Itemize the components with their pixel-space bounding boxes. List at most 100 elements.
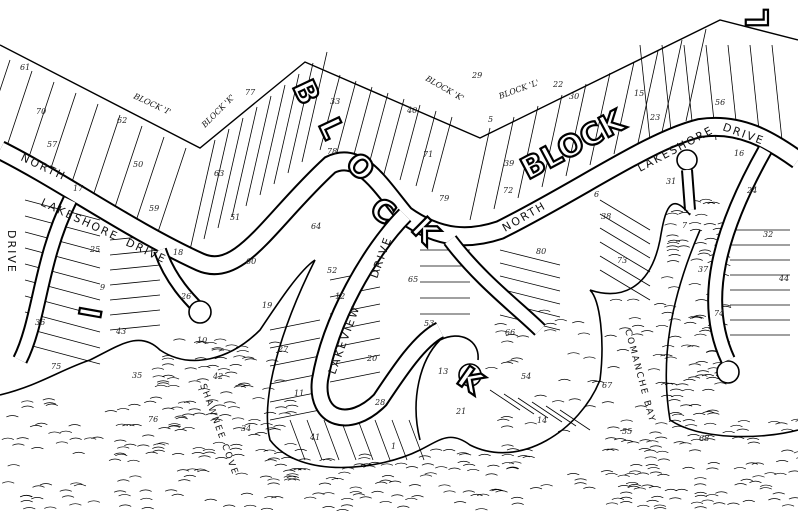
water-hatch [649, 431, 662, 434]
water-hatch [495, 490, 508, 493]
water-hatch [298, 468, 311, 471]
water-hatch [137, 444, 150, 447]
water-hatch [734, 483, 747, 486]
water-hatch [624, 472, 637, 476]
water-hatch [21, 400, 34, 403]
water-hatch [284, 399, 297, 403]
water-hatch [494, 323, 507, 326]
water-hatch [627, 485, 640, 488]
water-hatch [485, 473, 498, 476]
water-hatch [510, 357, 524, 360]
water-hatch [175, 417, 188, 420]
lot-number: 11 [294, 389, 304, 398]
lot-line [306, 419, 323, 461]
water-hatch [747, 441, 761, 444]
water-hatch [118, 494, 131, 497]
water-hatch [267, 482, 280, 485]
water-hatch [318, 482, 332, 485]
lot-number: 72 [503, 186, 513, 195]
water-hatch [151, 367, 165, 370]
water-hatch [687, 376, 701, 379]
water-hatch [287, 478, 301, 481]
lot-line [489, 389, 521, 411]
water-hatch [391, 494, 404, 497]
lot-number: 36 [35, 318, 45, 327]
water-hatch [511, 502, 524, 505]
water-hatch [714, 382, 727, 385]
water-hatch [707, 462, 720, 465]
water-hatch [152, 375, 165, 378]
water-hatch [379, 479, 392, 482]
water-hatch [227, 406, 241, 409]
water-hatch [405, 466, 419, 469]
water-hatch [646, 440, 659, 443]
water-hatch [619, 429, 633, 432]
lot-line [499, 262, 561, 279]
water-hatch [358, 453, 371, 456]
water-hatch [637, 504, 650, 508]
water-hatch [244, 358, 257, 361]
roads [0, 116, 798, 427]
lot-number: 13 [438, 367, 448, 376]
water-hatch [683, 378, 696, 382]
water-hatch [715, 491, 728, 494]
lot-number: 35 [132, 371, 142, 380]
lot-line [0, 59, 11, 92]
water-hatch [689, 228, 703, 232]
water-hatch [429, 448, 443, 451]
water-hatch [242, 356, 255, 359]
water-hatch [477, 493, 490, 496]
water-hatch [649, 471, 663, 474]
water-hatch [551, 400, 565, 403]
water-hatch [352, 493, 366, 496]
lot-number: 6 [594, 190, 599, 199]
water-hatch [259, 475, 273, 478]
water-hatch [487, 464, 500, 467]
water-hatch [353, 463, 366, 466]
lot-line [749, 44, 761, 141]
water-hatch [644, 456, 657, 459]
lot-number: 57 [47, 140, 58, 149]
water-hatch [745, 462, 758, 465]
water-hatch [244, 504, 257, 508]
water-hatch [699, 329, 712, 332]
water-hatch [706, 467, 719, 470]
water-hatch [197, 469, 210, 473]
water-hatch [161, 357, 175, 360]
water-hatch [45, 403, 58, 406]
water-hatch [32, 485, 45, 488]
water-hatch [620, 419, 633, 422]
water-hatch [59, 489, 72, 492]
water-hatch [655, 422, 668, 425]
lot-line [499, 288, 561, 305]
water-hatch [467, 468, 480, 472]
water-hatch [628, 317, 642, 320]
water-hatch [558, 378, 571, 382]
lot-number: 24 [746, 186, 757, 195]
water-hatch [733, 467, 747, 470]
lot-number: 26 [180, 292, 191, 301]
water-hatch [516, 335, 530, 338]
water-hatch [509, 461, 522, 464]
water-hatch [380, 463, 394, 466]
lot-line [531, 401, 563, 423]
water-hatch [768, 498, 781, 501]
water-hatch [264, 496, 277, 499]
water-hatch [501, 462, 515, 465]
water-hatch [657, 458, 670, 461]
water-hatch [638, 448, 651, 451]
lot-line [559, 409, 591, 431]
water-hatch [796, 457, 798, 459]
water-hatch [676, 239, 689, 242]
lot-number: 9 [100, 283, 105, 292]
water-hatch [268, 341, 282, 344]
water-hatch [117, 479, 130, 482]
water-hatch [617, 484, 631, 488]
lot-number: 1 [391, 442, 396, 451]
lot-line [329, 354, 381, 366]
water-hatch [574, 482, 587, 485]
water-hatch [609, 298, 623, 302]
water-hatch [500, 361, 514, 364]
water-hatch [411, 495, 424, 498]
